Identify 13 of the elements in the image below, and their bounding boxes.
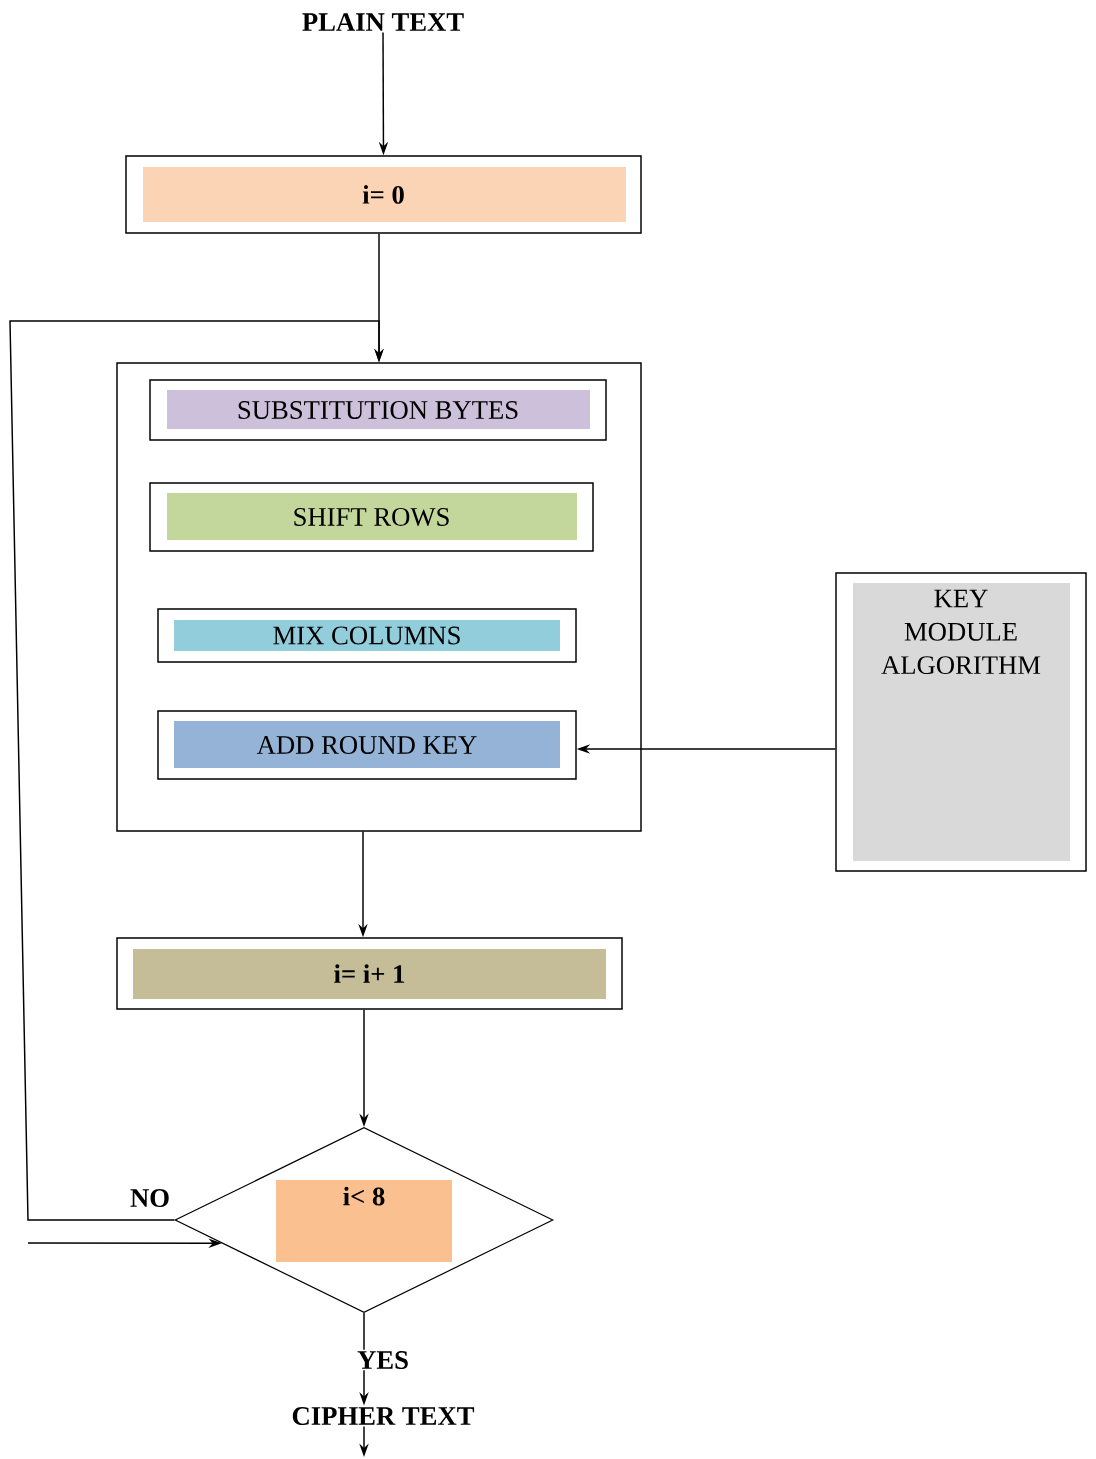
process-box: i= i+ 1 [116,937,623,1010]
key-module-box: KEY MODULE ALGORITHM [835,572,1087,872]
terminal-text: PLAIN TEXT [302,13,464,31]
process-box: MIX COLUMNS [157,608,577,663]
arrow [9,320,384,1221]
process-box: ADD ROUND KEY [157,710,577,780]
process-box: SHIFT ROWS [149,482,594,552]
process-box: SUBSTITUTION BYTES [149,379,607,441]
edge-label: YES [355,1349,411,1371]
edge-label: NO [128,1187,172,1209]
round-container [116,362,642,832]
process-box: i= 0 [125,155,642,234]
terminal-text: CIPHER TEXT [292,1407,475,1425]
